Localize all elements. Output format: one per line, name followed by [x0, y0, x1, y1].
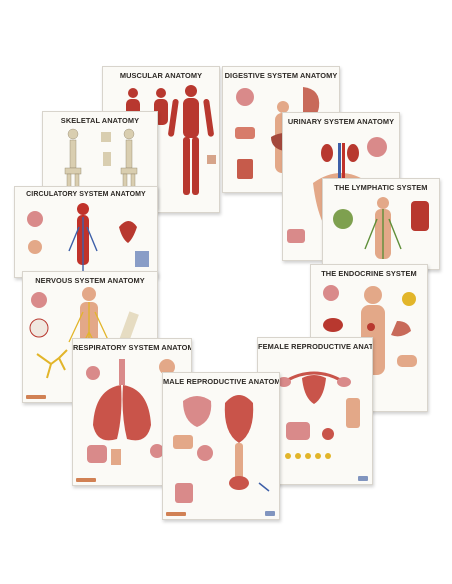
poster-title: THE ENDOCRINE SYSTEM: [321, 269, 417, 278]
poster-male-reproductive: MALE REPRODUCTIVE ANATOMY: [162, 372, 280, 520]
poster-title: URINARY SYSTEM ANATOMY: [287, 117, 395, 126]
poster-title: NERVOUS SYSTEM ANATOMY: [35, 276, 145, 285]
poster-title: RESPIRATORY SYSTEM ANATOMY: [73, 343, 192, 352]
poster-title: FEMALE REPRODUCTIVE ANATOMY: [258, 342, 373, 351]
poster-title: SKELETAL ANATOMY: [60, 116, 140, 125]
poster-title: CIRCULATORY SYSTEM ANATOMY: [26, 191, 146, 198]
poster-circulatory: CIRCULATORY SYSTEM ANATOMY: [14, 186, 158, 278]
brand-logo: [358, 476, 368, 481]
lymphatic-system-illustration: [333, 197, 429, 259]
male-reproductive-illustration: [173, 395, 270, 503]
poster-title: DIGESTIVE SYSTEM ANATOMY: [224, 71, 338, 80]
brand-logo: [166, 512, 186, 516]
poster-title: MALE REPRODUCTIVE ANATOMY: [163, 377, 280, 386]
circulatory-system-illustration: [27, 203, 149, 272]
brand-logo-secondary: [265, 511, 275, 516]
poster-title: MUSCULAR ANATOMY: [119, 71, 203, 80]
poster-title: THE LYMPHATIC SYSTEM: [334, 183, 428, 192]
brand-logo: [26, 395, 46, 399]
brand-logo: [76, 478, 96, 482]
poster-lymphatic: THE LYMPHATIC SYSTEM: [322, 178, 440, 270]
